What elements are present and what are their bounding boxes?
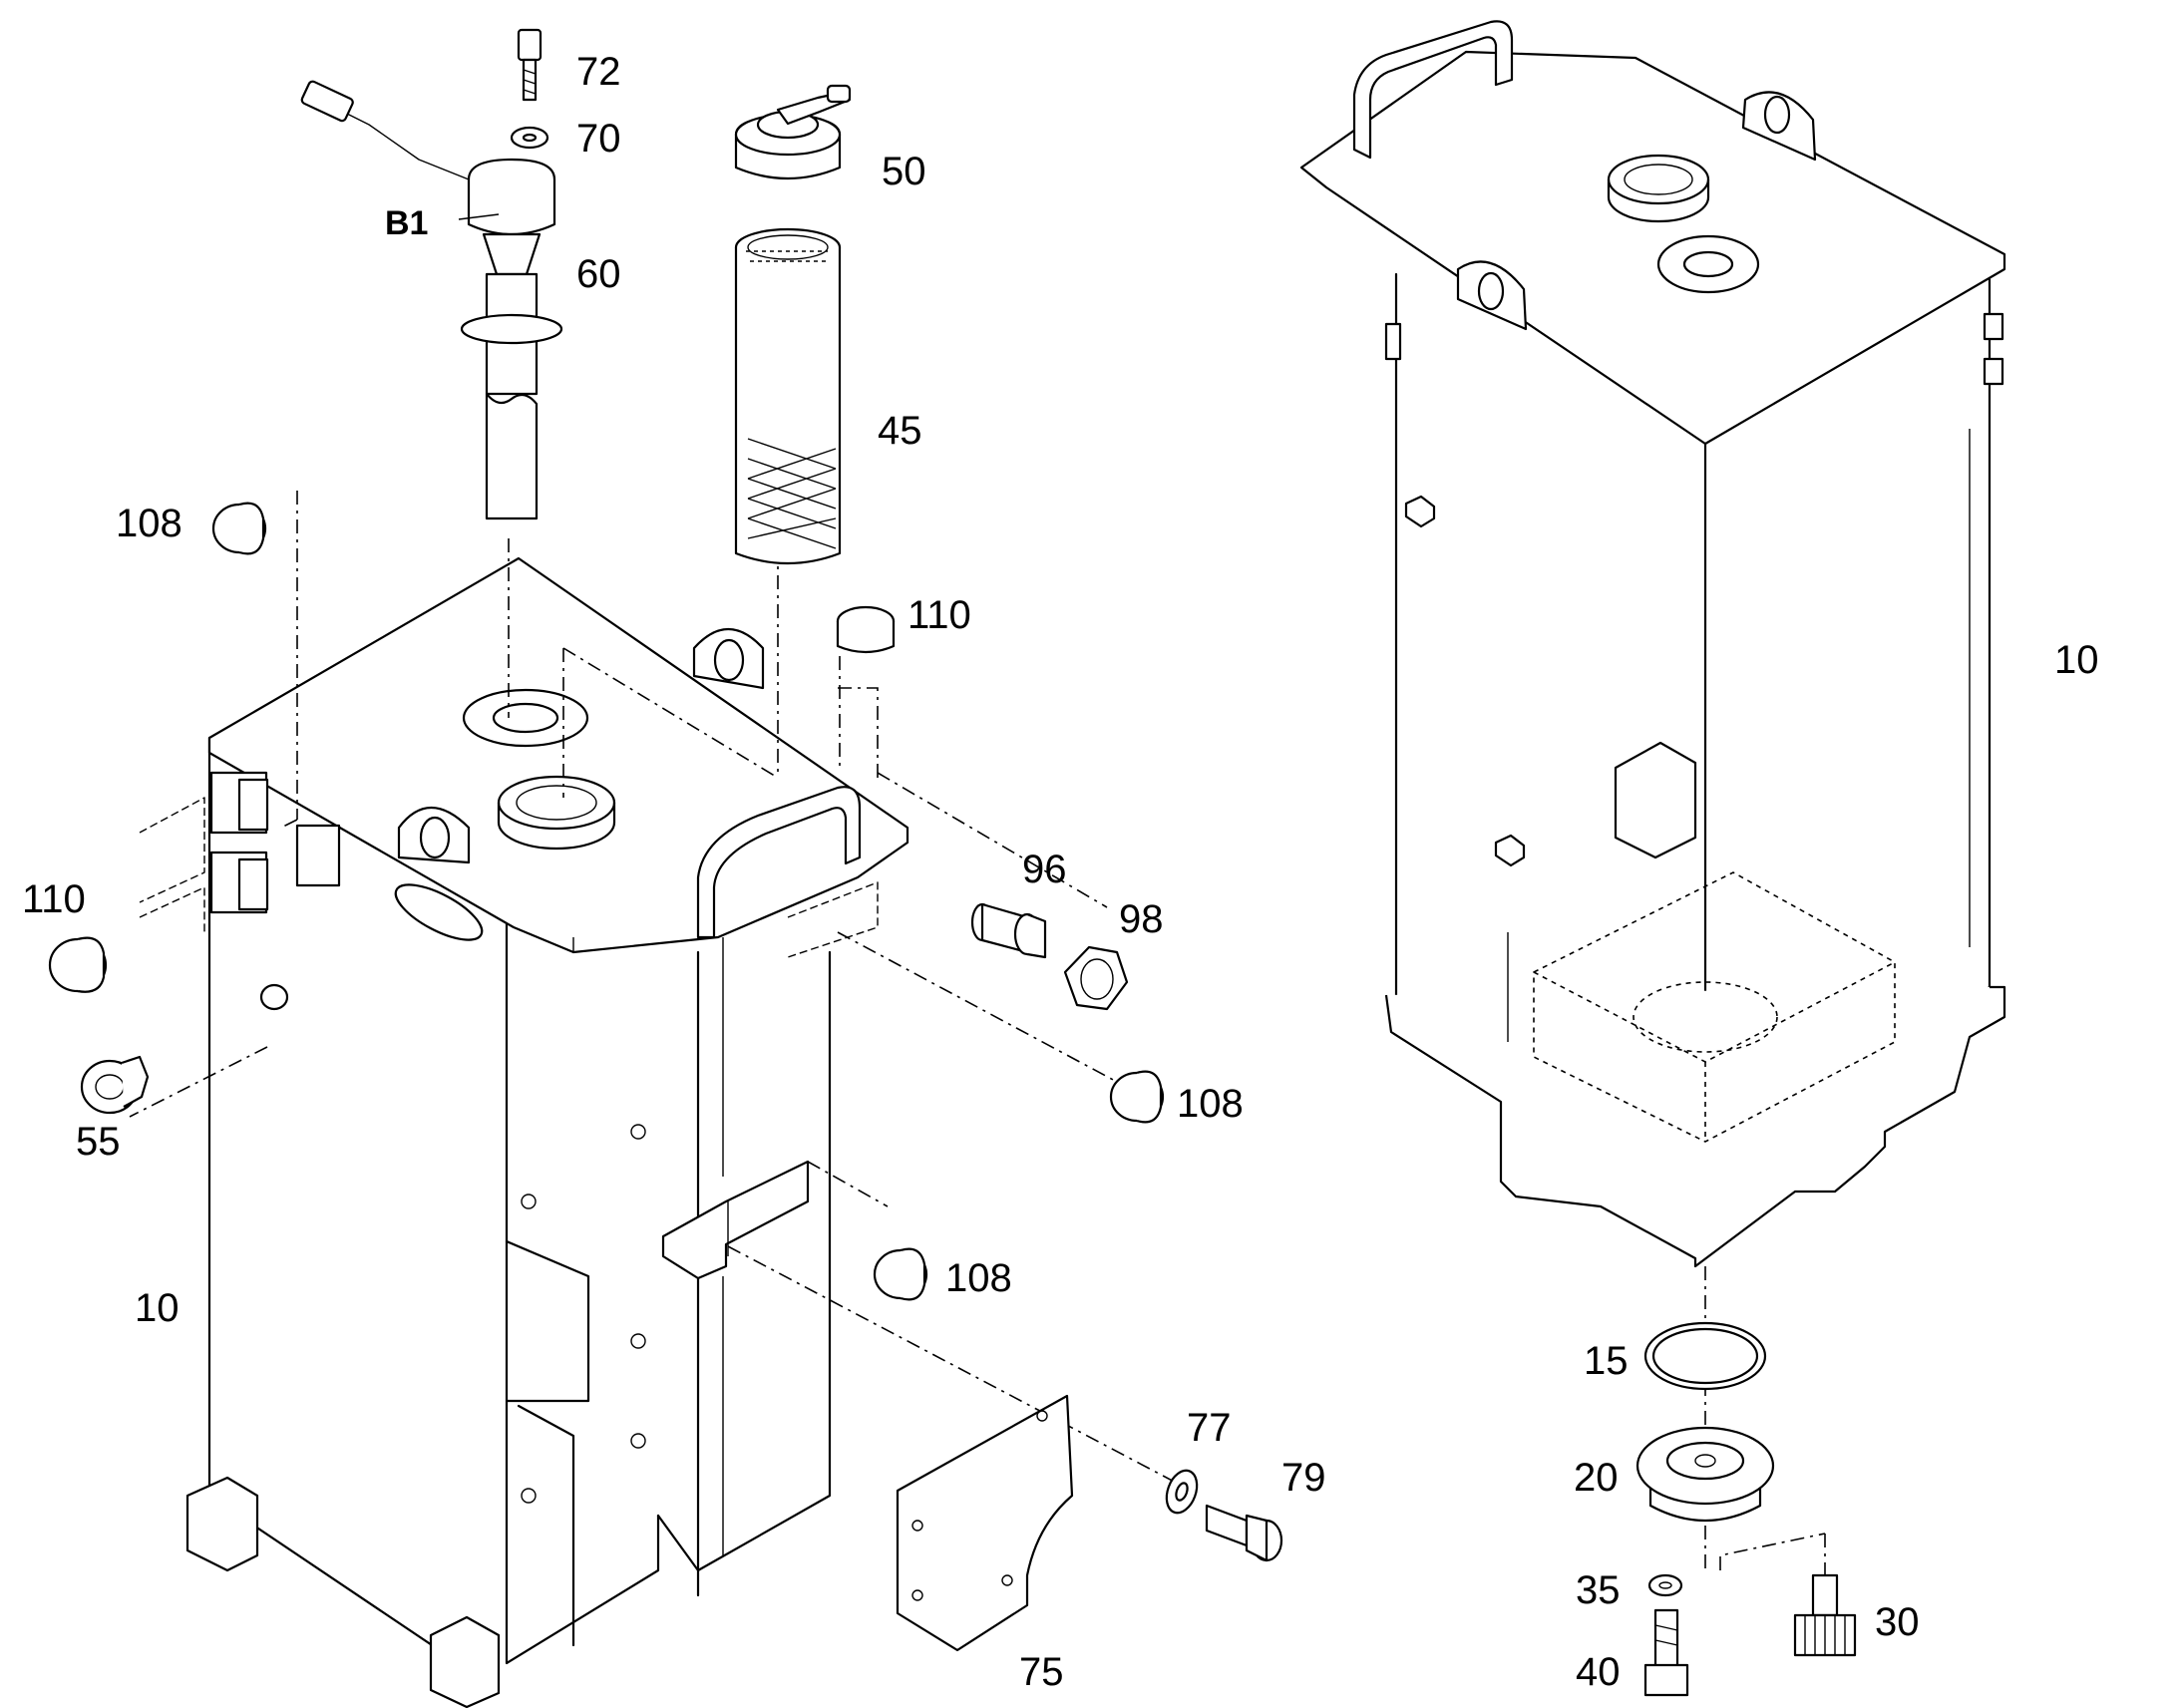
right-tank-assembly xyxy=(1299,20,2006,1268)
nut-98 xyxy=(1063,945,1129,1011)
label-55: 55 xyxy=(76,1120,121,1164)
label-70: 70 xyxy=(576,117,621,161)
side-clip xyxy=(295,824,341,887)
right-loose-parts xyxy=(1635,1321,1857,1697)
label-10-left: 10 xyxy=(135,1286,180,1330)
label-108-right: 108 xyxy=(1177,1082,1244,1126)
label-30: 30 xyxy=(1875,1600,1920,1644)
washer-35 xyxy=(1647,1573,1683,1597)
bracket-plate-75 xyxy=(896,1394,1074,1652)
tank-handle xyxy=(696,786,862,939)
label-110-left: 110 xyxy=(22,877,86,921)
right-tank-handle xyxy=(1352,20,1514,160)
right-tank-top xyxy=(1299,50,2006,446)
right-tank-base xyxy=(1384,985,2006,1268)
label-98: 98 xyxy=(1119,897,1164,941)
screw-72 xyxy=(517,28,543,102)
filler-cap-50 xyxy=(734,84,852,180)
label-110-top: 110 xyxy=(908,593,971,637)
label-96: 96 xyxy=(1022,848,1067,891)
label-35: 35 xyxy=(1576,1568,1621,1612)
cover-flange-20 xyxy=(1635,1426,1775,1522)
label-75: 75 xyxy=(1019,1650,1064,1694)
leader-lines xyxy=(458,213,500,220)
left-assembly-centerlines xyxy=(129,489,1183,1487)
bolt-40 xyxy=(1643,1608,1689,1697)
label-40: 40 xyxy=(1576,1650,1621,1694)
plug-110-left xyxy=(48,936,108,993)
internal-sump-hidden xyxy=(1533,871,1896,1143)
left-loose-parts xyxy=(48,28,1283,1652)
drain-valve-30 xyxy=(1793,1573,1857,1657)
tank-foot-left xyxy=(185,1476,259,1572)
label-72: 72 xyxy=(576,50,621,94)
label-b1: B1 xyxy=(385,204,428,242)
strainer-45 xyxy=(734,227,842,565)
label-60: 60 xyxy=(576,252,621,296)
tank-label-plate xyxy=(394,883,484,941)
tank-top-plate xyxy=(207,556,909,954)
right-filler-neck xyxy=(1607,154,1710,205)
right-junction-box xyxy=(1614,741,1697,859)
left-tank-assembly xyxy=(185,556,909,1708)
plug-108-mid xyxy=(873,1247,928,1301)
screw-79 xyxy=(1205,1504,1283,1562)
label-20: 20 xyxy=(1574,1456,1619,1500)
plug-108-right xyxy=(1109,1070,1165,1124)
tank-foot-right xyxy=(429,1615,501,1708)
fitting-96 xyxy=(970,902,1047,959)
label-45: 45 xyxy=(878,409,922,453)
o-ring-15 xyxy=(1643,1321,1767,1391)
label-77: 77 xyxy=(1187,1406,1232,1450)
label-50: 50 xyxy=(882,150,926,193)
part-labels: 72 70 B1 60 50 45 108 110 110 96 98 108 … xyxy=(22,50,2099,1694)
label-79: 79 xyxy=(1281,1456,1326,1500)
plug-55 xyxy=(80,1055,150,1115)
label-108-mid: 108 xyxy=(945,1256,1012,1300)
plug-110-top xyxy=(836,605,896,654)
label-15: 15 xyxy=(1584,1339,1629,1383)
seal-55 xyxy=(259,983,289,1011)
label-108-top: 108 xyxy=(116,502,182,545)
plug-108-top xyxy=(211,502,267,555)
label-10-right: 10 xyxy=(2054,638,2099,682)
